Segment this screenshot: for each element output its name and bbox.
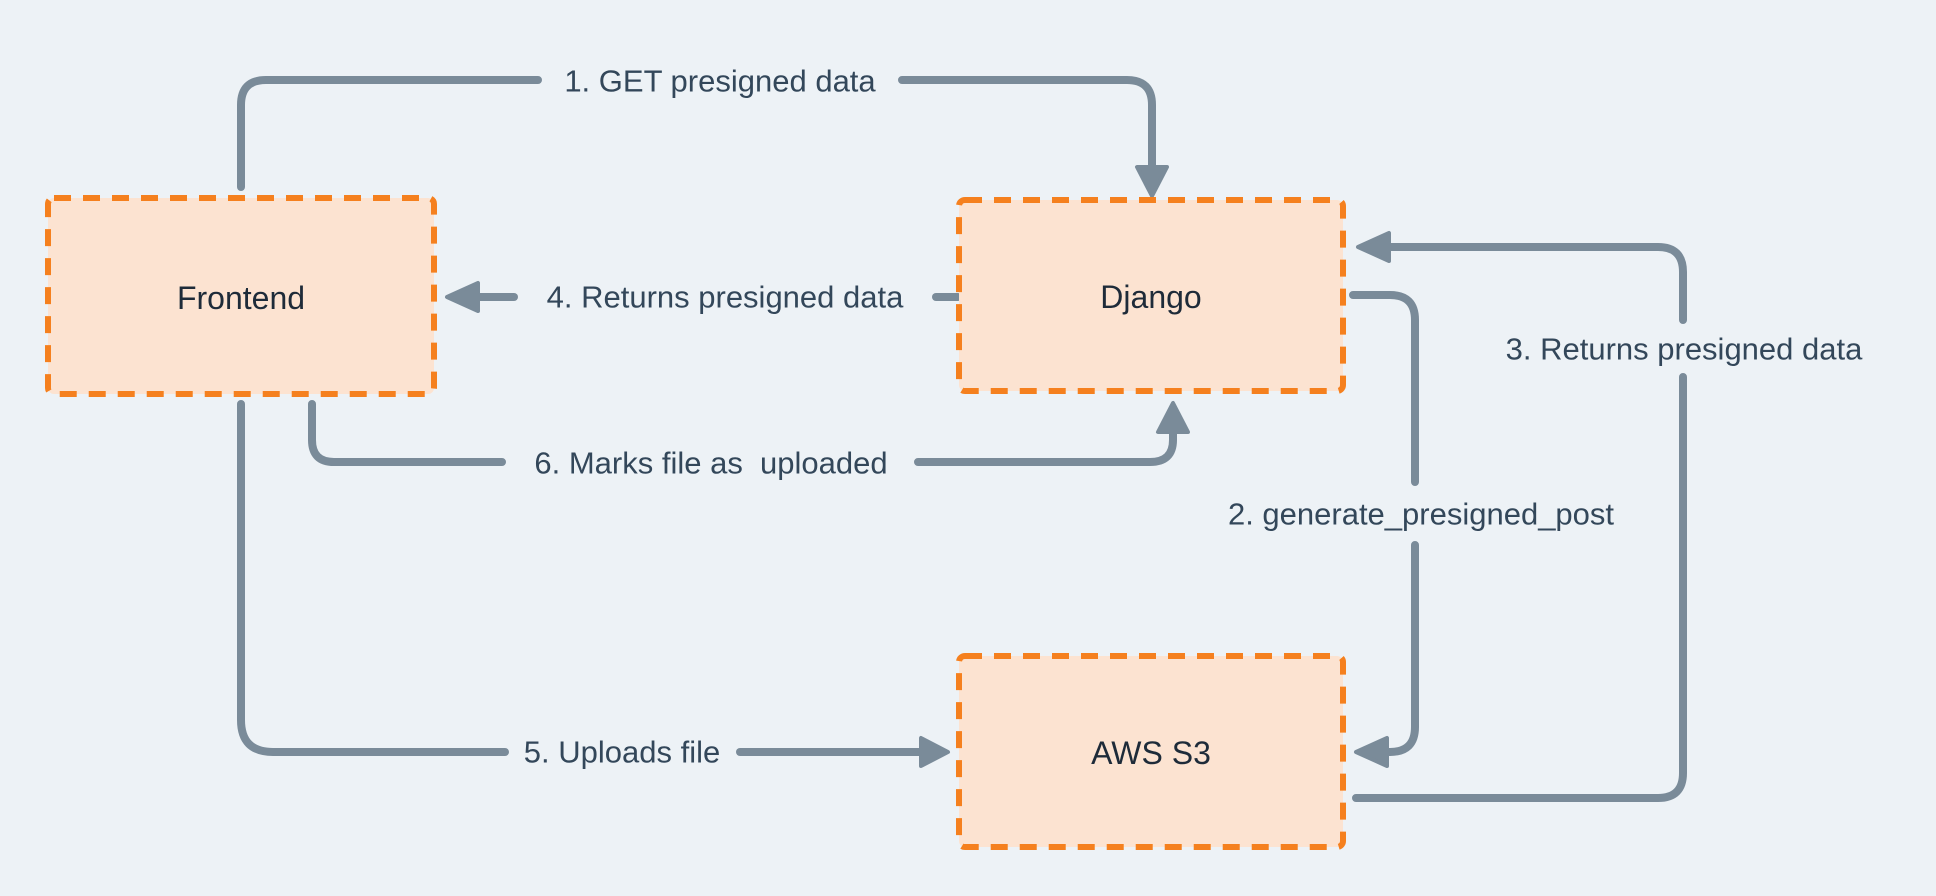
node-frontend: Frontend [45,195,437,397]
edge-6-label: 6. Marks file as uploaded [534,446,887,481]
node-frontend-label: Frontend [177,280,305,316]
edge-frontend-to-django-get: 1. GET presigned data [237,64,1169,198]
edge-frontend-to-django-marks: 6. Marks file as uploaded [308,400,1190,481]
node-django-label: Django [1100,279,1201,315]
edge-2-line-start [1349,291,1419,486]
edge-3-label: 3. Returns presigned data [1506,332,1863,367]
edge-2-arrowhead [1354,736,1389,768]
node-aws-s3: AWS S3 [956,653,1346,850]
edge-1-line-end [898,76,1156,171]
edge-aws-to-django-returns: 3. Returns presigned data [1352,231,1863,802]
edge-2-line-end [1384,541,1419,756]
edge-2-label: 2. generate_presigned_post [1228,497,1614,532]
node-aws-s3-label: AWS S3 [1091,735,1211,771]
edge-django-to-frontend-returns: 4. Returns presigned data [445,280,962,315]
edge-django-to-aws-generate: 2. generate_presigned_post [1228,291,1614,768]
edge-5-label: 5. Uploads file [524,735,720,770]
edge-6-arrowhead [1156,401,1190,434]
node-django: Django [956,197,1346,394]
edge-1-label: 1. GET presigned data [564,64,876,99]
edge-1-arrowhead [1135,165,1169,198]
edge-3-line-start [1352,373,1687,802]
edge-6-line-start [308,400,506,466]
node-aws-s3-box [956,653,1346,850]
edge-4-arrowhead [445,281,480,313]
edge-3-line-end [1386,243,1687,324]
node-frontend-box [45,195,437,397]
edge-6-line-end [914,429,1177,466]
edge-5-line-start [237,400,509,756]
node-django-box [956,197,1346,394]
edge-frontend-to-aws-uploads: 5. Uploads file [237,400,950,770]
edge-4-label: 4. Returns presigned data [547,280,904,315]
edge-3-arrowhead [1356,231,1391,263]
edge-5-arrowhead [919,736,950,768]
edge-1-line-start [237,76,542,191]
